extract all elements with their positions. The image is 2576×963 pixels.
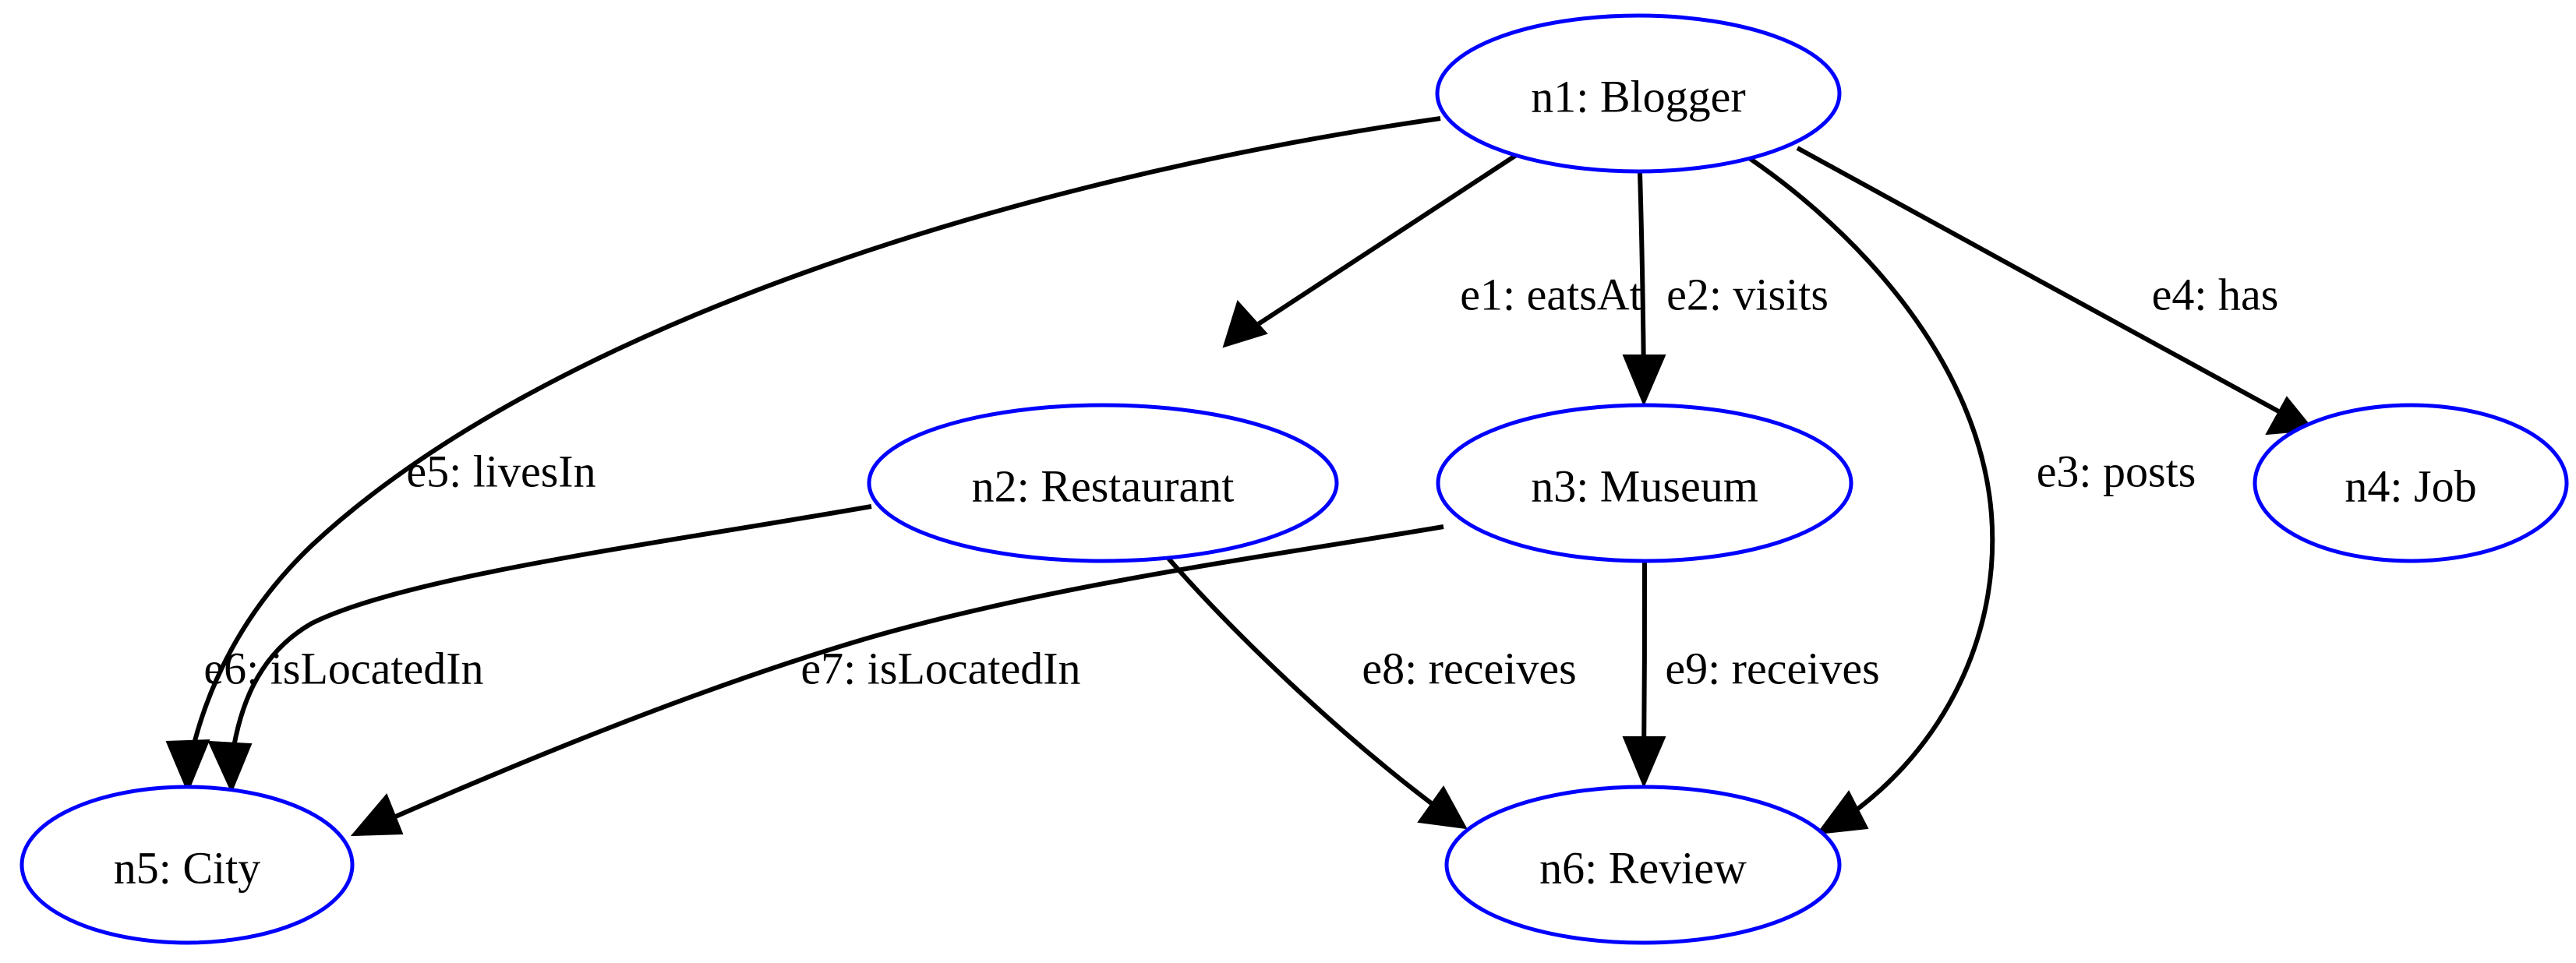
edge-e4-path [1796,146,2293,421]
edge-e6-label: e6: isLocatedIn [203,644,483,694]
edge-e6-path [228,504,872,768]
node-n2-ellipse [867,403,1339,563]
node-n5-label: n5: City [114,843,261,894]
node-n3-label: n3: Museum [1531,461,1758,512]
node-n6-ellipse [1444,785,1842,945]
node-n2[interactable]: n2: Restaurant [867,403,1339,563]
node-n5-ellipse [19,785,355,945]
edge-e9[interactable]: e9: receives [1622,561,1880,788]
node-n1-label: n1: Blogger [1531,72,1745,122]
node-n2-label: n2: Restaurant [972,461,1235,512]
edge-e5[interactable]: e5: livesIn [165,116,1441,794]
node-n3[interactable]: n3: Museum [1436,403,1853,563]
edge-e7-label: e7: isLocatedIn [800,644,1080,694]
node-n4-ellipse [2253,403,2569,563]
edge-e9-arrowhead [1622,736,1666,788]
edge-e6[interactable]: e6: isLocatedIn [203,504,872,794]
edge-e8-arrowhead [1417,785,1468,830]
edge-e3-arrowhead [1815,790,1869,835]
edge-e3-label: e3: posts [2037,446,2196,497]
edge-e2[interactable]: e2: visits [1622,171,1829,407]
edge-e4[interactable]: e4: has [1796,146,2315,436]
edge-e3[interactable]: e3: posts [1740,150,2196,835]
edge-e7[interactable]: e7: isLocatedIn [350,524,1444,837]
node-n1[interactable]: n1: Blogger [1435,13,1842,174]
edge-e2-path [1638,171,1646,381]
edge-e2-label: e2: visits [1666,270,1829,320]
node-n4[interactable]: n4: Job [2253,403,2569,563]
node-n5[interactable]: n5: City [19,785,355,945]
edge-e5-path [186,116,1441,768]
node-n6[interactable]: n6: Review [1444,785,1842,945]
edge-e1-arrowhead [1222,300,1268,348]
edge-e2-arrowhead [1622,355,1666,407]
edge-e9-path [1641,561,1647,763]
edge-e5-arrowhead [165,739,210,794]
node-n1-ellipse [1435,13,1842,174]
edge-e8-path [1163,553,1447,817]
edge-e1[interactable]: e1: eatsAt [1222,150,1642,348]
edge-e8[interactable]: e8: receives [1163,553,1577,830]
edge-e3-path [1740,150,1995,824]
edge-e1-label: e1: eatsAt [1460,270,1642,320]
node-n4-label: n4: Job [2345,461,2476,512]
node-n3-ellipse [1436,403,1853,563]
edge-e9-label: e9: receives [1665,644,1879,694]
edge-e5-label: e5: livesIn [406,446,595,497]
edge-e4-label: e4: has [2152,270,2279,320]
edge-e6-arrowhead [207,740,253,794]
edge-e7-path [373,524,1444,828]
edge-e7-arrowhead [350,793,404,837]
node-n6-label: n6: Review [1539,843,1747,894]
edge-e8-label: e8: receives [1362,644,1576,694]
edge-e1-path [1242,150,1521,336]
